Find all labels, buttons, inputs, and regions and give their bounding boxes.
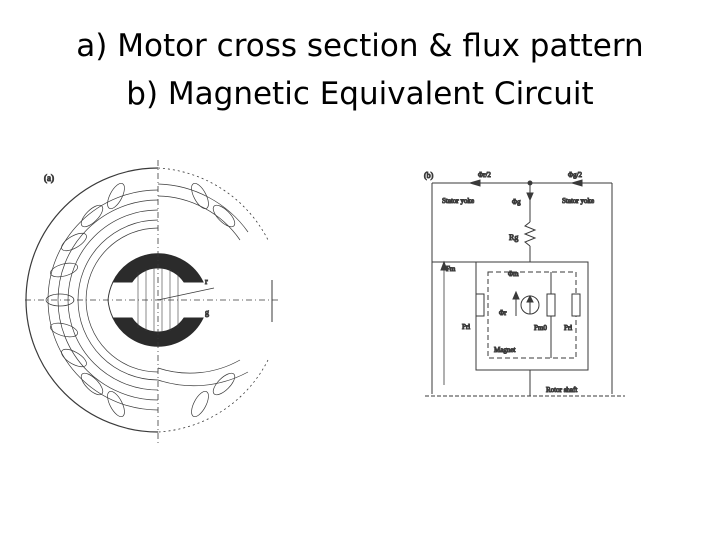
fm-arrow — [440, 260, 448, 271]
flux-arrow-left — [468, 179, 481, 187]
stator-yoke-right-label: Stator yoke — [562, 197, 594, 205]
title-line-1: a) Motor cross section & flux pattern — [76, 28, 644, 64]
panel-label-a: (a) — [44, 173, 54, 183]
slide-title: a) Motor cross section & flux pattern b)… — [0, 22, 720, 118]
gap-label: g — [205, 308, 209, 317]
flux-source-head — [526, 294, 534, 303]
p-mid-label: Pm0 — [534, 324, 547, 332]
source-flux-label: Φr — [499, 309, 507, 317]
flux-g-arrow — [526, 192, 534, 202]
p-left-label: Prl — [462, 323, 470, 331]
radius-line — [157, 287, 215, 301]
leak-flux-label: Φm — [508, 270, 519, 278]
flux-g-label: Φg — [512, 198, 521, 206]
p-right-label: Prl — [564, 324, 572, 332]
stator-outer-boundary-right — [157, 167, 269, 241]
stator-yoke-left-label: Stator yoke — [442, 197, 474, 205]
motor-cross-section: (a) — [25, 160, 280, 445]
rotor-shaft-label: Rotor shaft — [546, 386, 577, 394]
magnet-permeance — [546, 293, 556, 317]
stator-outer-boundary-right-lower — [157, 359, 269, 433]
title-line-2: b) Magnetic Equivalent Circuit — [126, 76, 594, 112]
fm-label: Fm — [446, 265, 456, 273]
radius-label: r — [205, 277, 208, 286]
panel-label-b: (b) — [424, 171, 434, 180]
flux-g-half-label: Φg/2 — [568, 171, 583, 179]
magnet-label: Magnet — [494, 346, 515, 354]
magnet-outer-box — [475, 261, 589, 371]
flux-half-label: Φr/2 — [478, 171, 491, 179]
source-flux-arrow — [512, 290, 520, 300]
magnetic-equivalent-circuit: (b) Φr/2 Φg/2 Stator yoke Stator yoke Φg… — [424, 171, 625, 397]
rg-label: Rg — [509, 233, 518, 242]
top-node — [527, 180, 533, 186]
leakage-permeance-left — [475, 293, 485, 317]
leakage-permeance-right — [571, 293, 581, 317]
magnet-ring-upper — [112, 253, 204, 283]
flux-arrow-right — [570, 179, 583, 187]
magnet-ring-lower — [112, 317, 204, 347]
air-gap-reluctance — [523, 221, 537, 247]
